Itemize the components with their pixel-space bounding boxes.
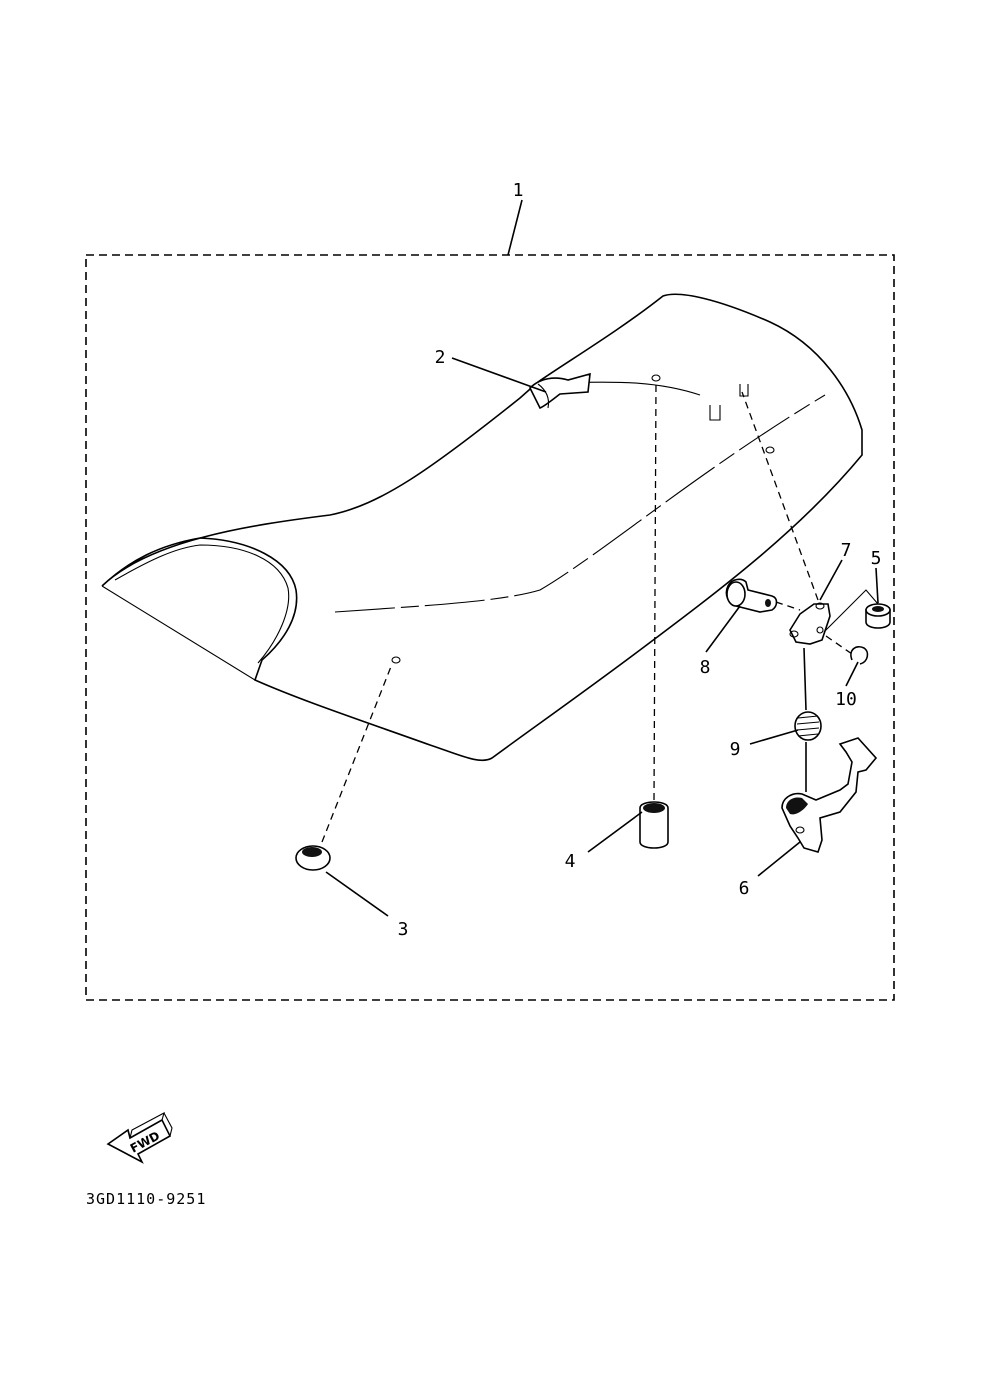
- part-label-6: 6: [739, 878, 750, 899]
- damper-part-4: [639, 801, 669, 849]
- guide-line-4: [653, 381, 657, 801]
- leader-line-8: [705, 605, 741, 653]
- part-label-7: 7: [841, 540, 852, 561]
- seat-body: [101, 293, 863, 762]
- leader-line-7: [819, 559, 843, 601]
- leader-line-1: [507, 199, 523, 256]
- fwd-label: FWD: [128, 1129, 162, 1156]
- fwd-arrow-icon: FWD: [106, 1111, 173, 1164]
- part-label-3: 3: [398, 919, 409, 940]
- spring-part-9: [794, 711, 822, 741]
- bracket-part-7: [789, 602, 831, 645]
- part-label-4: 4: [565, 851, 576, 872]
- leader-line-3: [325, 871, 389, 917]
- guide-line-7-8: [775, 601, 801, 611]
- damper-part-5: [865, 603, 891, 629]
- pin-part-8: [725, 578, 778, 613]
- guide-line-9-7: [803, 647, 807, 711]
- leader-line-9: [749, 729, 799, 745]
- part-label-8: 8: [700, 657, 711, 678]
- clip-part-10: [850, 645, 869, 665]
- damper-part-3: [295, 845, 331, 871]
- part-label-5: 5: [871, 548, 882, 569]
- guide-line-3: [321, 663, 393, 843]
- part-label-2: 2: [435, 347, 446, 368]
- guide-line-5: [823, 589, 879, 633]
- leader-line-5: [875, 567, 879, 604]
- assembly-frame: [85, 254, 895, 1001]
- guide-line-7-seat: [741, 391, 819, 601]
- latch-part-6: [781, 737, 878, 853]
- guide-line-10: [825, 635, 853, 655]
- leader-line-10: [845, 661, 859, 687]
- part-label-10: 10: [835, 689, 857, 710]
- drawing-code: 3GD1110-9251: [86, 1190, 206, 1208]
- leader-line-6: [757, 841, 801, 877]
- part-label-1: 1: [513, 180, 524, 201]
- part-label-9: 9: [730, 739, 741, 760]
- leader-line-2: [451, 357, 547, 393]
- leader-line-4: [587, 811, 643, 853]
